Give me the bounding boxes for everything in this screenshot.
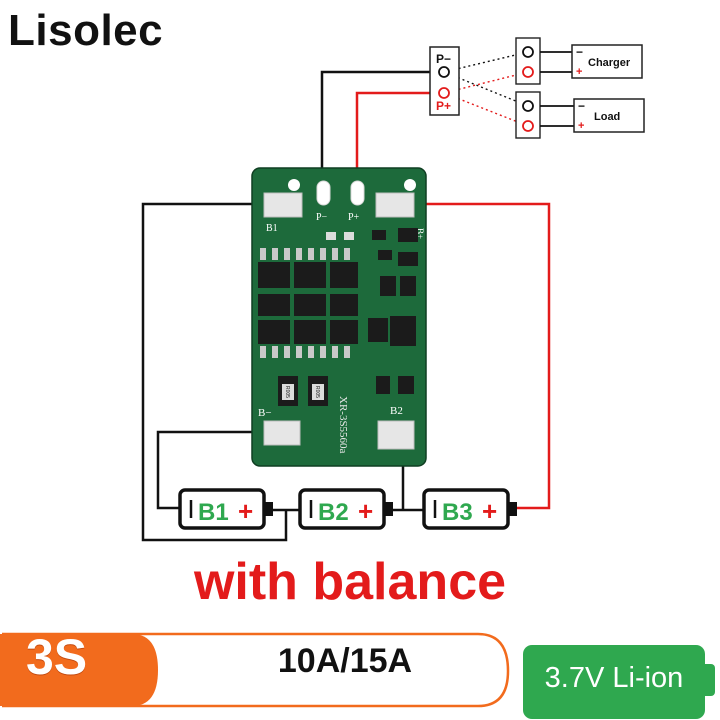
cell-b3-tip [508, 502, 517, 516]
pad-b2-label: B2 [390, 405, 403, 417]
cell-b3-label: B3 [442, 499, 473, 526]
cell-b1-tip [264, 502, 273, 516]
pad-b1 [263, 192, 303, 218]
wiring [141, 70, 551, 542]
pad-b-plus [375, 192, 415, 218]
cell-b2-label: B2 [318, 499, 349, 526]
battery-cell-b2: B2 + [298, 488, 393, 530]
mounting-hole-left [288, 179, 300, 191]
cell-b2-plus: + [358, 496, 373, 526]
connector-p-minus-label: P− [436, 52, 451, 66]
pad-b2 [377, 420, 415, 450]
resistor-code-2: R005 [314, 386, 320, 398]
mounting-hole-right [404, 179, 416, 191]
pad-b-plus-label: B+ [415, 228, 425, 239]
cell-b3-plus: + [482, 496, 497, 526]
battery-cell-b1: B1 + [178, 488, 273, 530]
connector-p-plus-label: P+ [436, 99, 451, 113]
board-model-silkscreen: XR-3S5560a [337, 396, 349, 454]
load-label: Load [594, 111, 620, 123]
control-ics [326, 228, 418, 394]
cell-count-badge [0, 634, 158, 706]
pad-p-plus [350, 180, 365, 206]
charger-minus-sign: − [576, 45, 583, 59]
wire-p-minus [320, 70, 444, 188]
charger-terminals: − + Charger [515, 37, 643, 85]
output-connector: P− P+ [429, 46, 460, 116]
wire-p-plus [355, 91, 444, 188]
load-minus-sign: − [578, 99, 585, 113]
cell-b1-label: B1 [198, 499, 229, 526]
charger-minus-terminal [522, 46, 534, 58]
current-rating-text: 10A/15A [277, 642, 413, 680]
battery-cell-b3: B3 + [422, 488, 517, 530]
sense-resistors: R005 R005 [278, 376, 328, 406]
load-plus-sign: + [578, 120, 584, 132]
connector-p-plus-terminal [438, 87, 450, 99]
mosfet-array [258, 248, 358, 358]
cell-count-text: 3S [26, 629, 88, 685]
load-box [573, 98, 645, 133]
connector-p-minus-terminal [438, 66, 450, 78]
cell-type-badge-tip [705, 664, 715, 696]
cell-type-text: 3.7V Li-ion [544, 662, 684, 694]
load-plus-terminal [522, 120, 534, 132]
pad-p-minus [316, 180, 331, 206]
resistor-code-1: R005 [284, 386, 290, 398]
pad-p-plus-label: P+ [348, 212, 360, 223]
bms-pcb: P− P+ B1 B+ B− B2 [251, 167, 427, 467]
connector-housing [429, 46, 460, 116]
headline-with-balance: with balance [193, 553, 507, 611]
cell-b1-plus: + [238, 496, 253, 526]
pad-b1-label: B1 [266, 223, 278, 234]
wire-b-plus [398, 202, 551, 510]
cell-type-badge [523, 645, 705, 719]
pad-p-minus-label: P− [316, 212, 328, 223]
pad-b-minus [263, 420, 301, 446]
wire-b1 [141, 202, 288, 542]
spec-banner [0, 632, 510, 708]
wire-b-minus [156, 430, 278, 510]
cell-b2-tip [384, 502, 393, 516]
load-terminals: − + Load [515, 91, 645, 139]
pad-b-minus-label: B− [258, 407, 272, 419]
charger-box [571, 44, 643, 79]
charger-plus-sign: + [576, 66, 582, 78]
brand-logo-text: Lisolec [8, 6, 164, 55]
charger-label: Charger [588, 57, 631, 69]
load-minus-terminal [522, 100, 534, 112]
charger-plus-terminal [522, 66, 534, 78]
